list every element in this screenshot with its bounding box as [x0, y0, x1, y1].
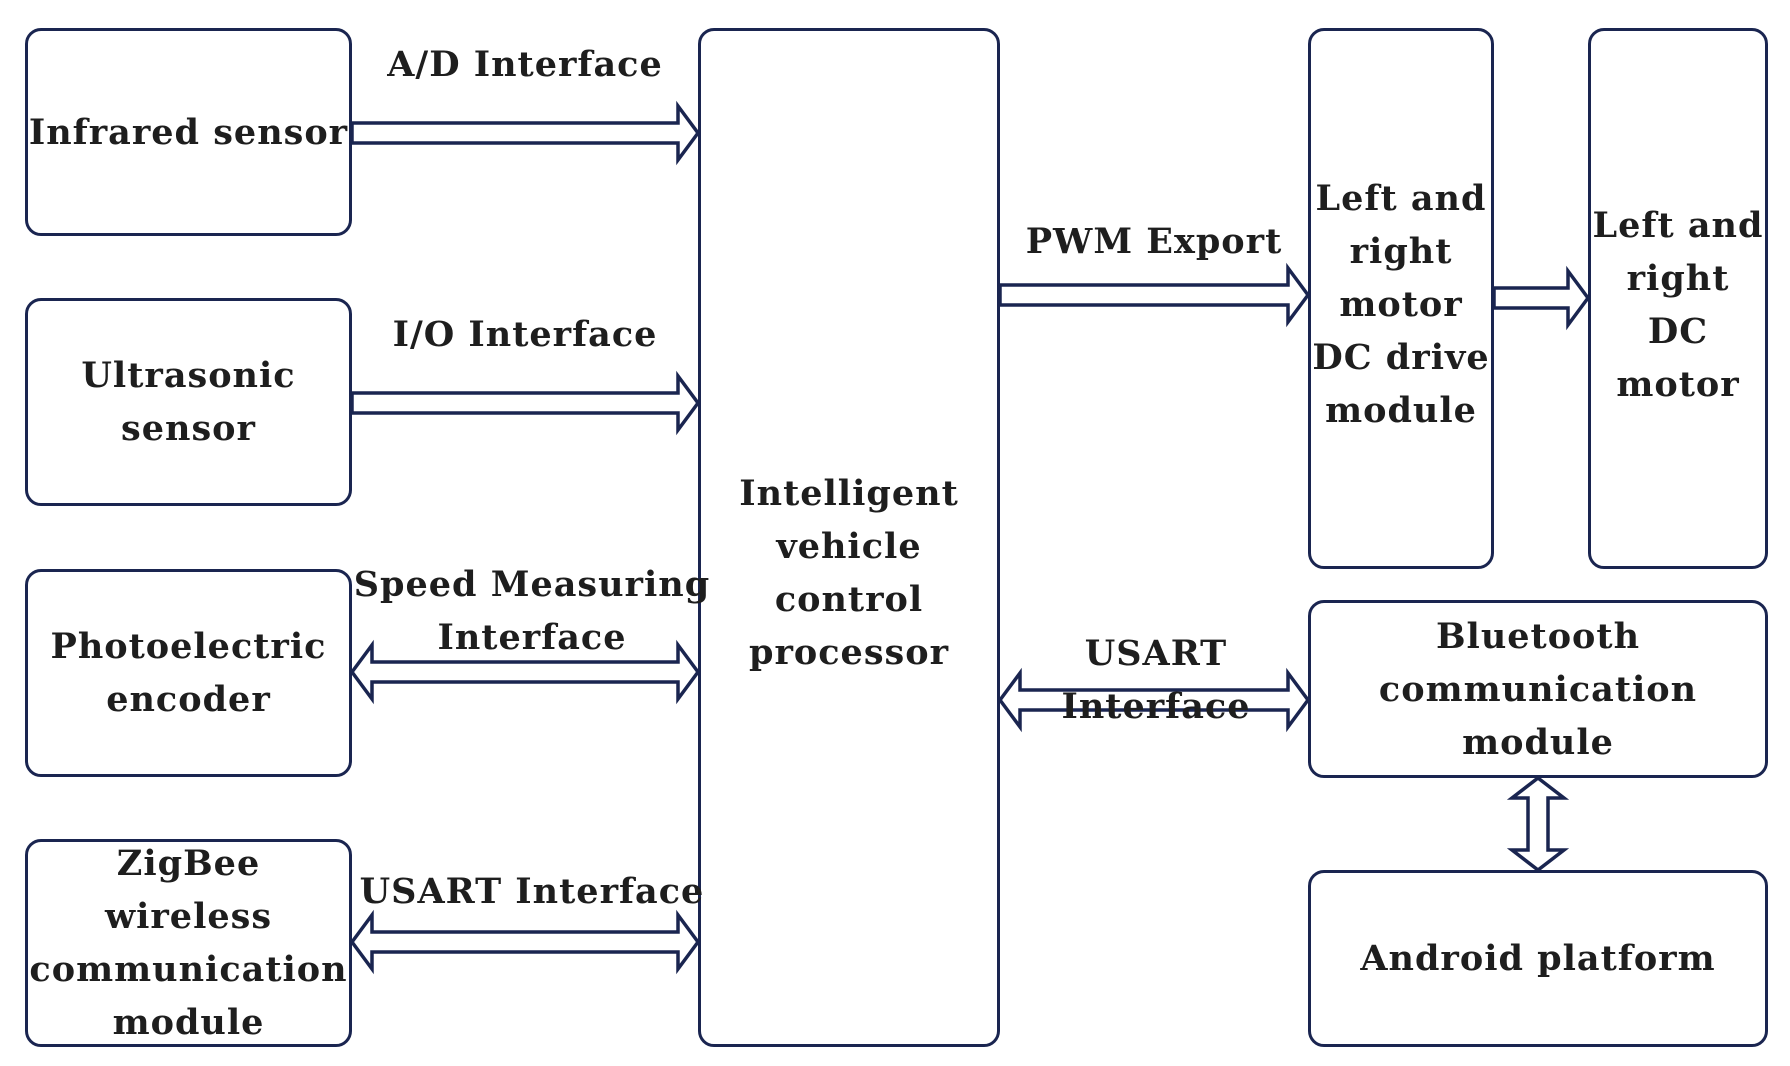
drive-to-motor-arrow	[1492, 265, 1591, 331]
pwm-export-arrow	[998, 262, 1311, 328]
infrared-sensor-box: Infrared sensor	[25, 28, 352, 236]
zigbee-module-label: ZigBee wireless communication module	[29, 843, 348, 1043]
photoelectric-encoder-label: Photoelectric encoder	[50, 626, 327, 720]
ad-interface-label: A/D Interface	[387, 44, 663, 85]
io-interface-arrow	[350, 370, 701, 436]
infrared-sensor-label: Infrared sensor	[28, 111, 349, 153]
motor-drive-module-box: Left and right motor DC drive module	[1308, 28, 1494, 569]
ultrasonic-sensor-label: Ultrasonic sensor	[81, 355, 296, 449]
bluetooth-module-box: Bluetooth communication module	[1308, 600, 1768, 778]
bluetooth-module-label: Bluetooth communication module	[1378, 615, 1698, 763]
bluetooth-android-arrow	[1506, 775, 1570, 873]
zigbee-module-box: ZigBee wireless communication module	[25, 839, 352, 1047]
usart-interface-zigbee-label: USART Interface	[359, 871, 705, 912]
usart-interface-bluetooth-label: USART Interface	[1061, 633, 1251, 727]
usart-zigbee-arrow	[349, 909, 701, 975]
speed-measuring-interface-label: Speed Measuring Interface	[353, 564, 711, 658]
android-platform-label: Android platform	[1360, 938, 1716, 979]
io-interface-label: I/O Interface	[392, 314, 658, 355]
ad-interface-arrow	[350, 100, 701, 166]
android-platform-box: Android platform	[1308, 870, 1768, 1047]
control-processor-label: Intelligent vehicle control processor	[739, 473, 959, 673]
photoelectric-encoder-box: Photoelectric encoder	[25, 569, 352, 777]
ultrasonic-sensor-box: Ultrasonic sensor	[25, 298, 352, 506]
control-processor-box: Intelligent vehicle control processor	[698, 28, 1000, 1047]
pwm-export-label: PWM Export	[1025, 221, 1283, 262]
dc-motor-label: Left and right DC motor	[1592, 205, 1764, 405]
motor-drive-module-label: Left and right motor DC drive module	[1312, 178, 1490, 431]
dc-motor-box: Left and right DC motor	[1588, 28, 1768, 569]
